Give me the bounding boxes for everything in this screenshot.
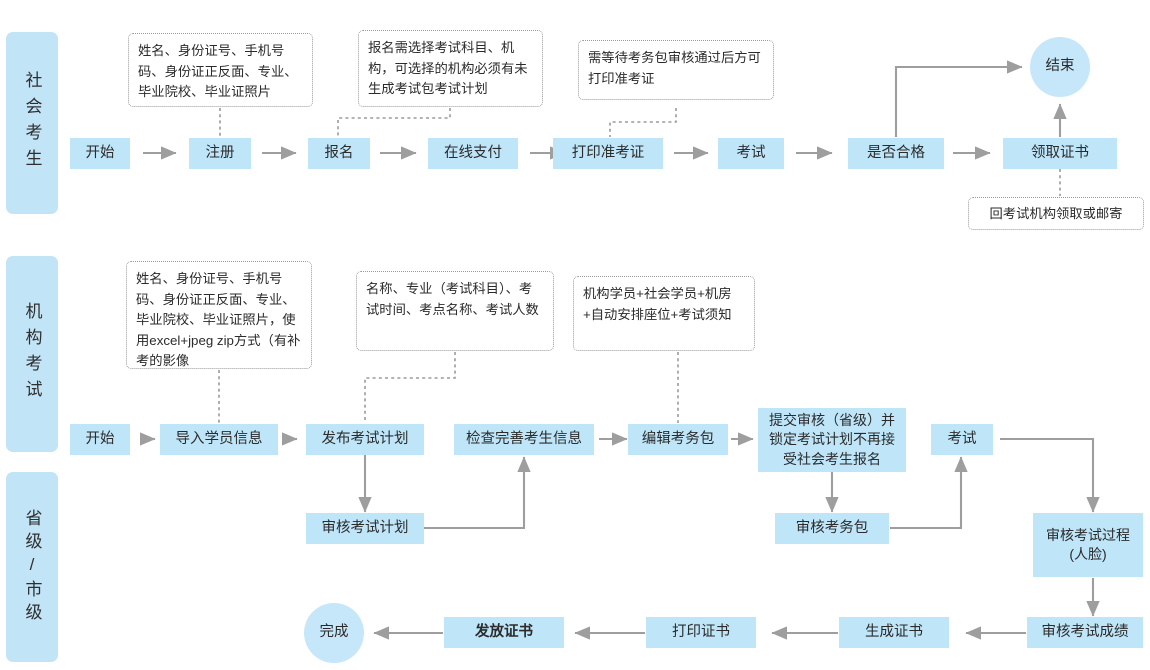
node-social-pay[interactable]: 在线支付	[428, 138, 518, 169]
node-prov-auditplan-label: 审核考试计划	[321, 519, 409, 536]
noteline-print	[609, 108, 677, 137]
node-prov-done-label: 完成	[319, 624, 349, 641]
note-pack-text: 机构学员+社会学员+机房+自动安排座位+考试须知	[583, 286, 732, 322]
node-social-exam[interactable]: 考试	[718, 138, 784, 169]
node-inst-start[interactable]: 开始	[70, 424, 130, 455]
arrow-auditplan-to-check	[424, 456, 531, 530]
node-social-pay-label: 在线支付	[444, 144, 502, 161]
lane-social-label: 社会考生	[22, 71, 42, 175]
noteline-apply	[337, 108, 451, 137]
node-social-pass-label: 是否合格	[867, 144, 925, 161]
lane-province: 省级/市级	[6, 472, 58, 662]
node-prov-auditplan[interactable]: 审核考试计划	[306, 513, 424, 544]
node-social-print-label: 打印准考证	[571, 144, 645, 161]
node-social-start-label: 开始	[85, 144, 115, 161]
note-import-text: 姓名、身份证号、手机号码、身份证正反面、专业、毕业院校、毕业证照片，使用exce…	[136, 271, 301, 369]
note-import: 姓名、身份证号、手机号码、身份证正反面、专业、毕业院校、毕业证照片，使用exce…	[126, 261, 312, 369]
node-prov-auditscore-label: 审核考试成绩	[1041, 623, 1129, 640]
node-prov-auditprocess-label: 审核考试过程(人脸)	[1046, 526, 1130, 562]
arrow-pass-to-end	[894, 60, 1023, 137]
node-inst-exam-label: 考试	[947, 430, 977, 447]
node-inst-import-label: 导入学员信息	[175, 430, 263, 447]
node-prov-printcert[interactable]: 打印证书	[646, 617, 756, 648]
note-print: 需等待考务包审核通过后方可打印准考证	[578, 40, 774, 100]
node-prov-auditprocess[interactable]: 审核考试过程(人脸)	[1033, 513, 1143, 577]
note-cert-text: 回考试机构领取或邮寄	[989, 206, 1123, 221]
lane-social: 社会考生	[6, 32, 58, 214]
node-inst-exam[interactable]: 考试	[931, 424, 993, 455]
note-print-text: 需等待考务包审核通过后方可打印准考证	[588, 50, 761, 86]
lane-institution: 机构考试	[6, 256, 58, 452]
note-apply: 报名需选择考试科目、机构，可选择的机构必须有未生成考试包考试计划	[358, 30, 543, 107]
node-prov-auditscore[interactable]: 审核考试成绩	[1027, 617, 1143, 648]
node-inst-check-label: 检查完善考生信息	[466, 430, 582, 447]
node-social-pass[interactable]: 是否合格	[848, 138, 944, 169]
node-social-end[interactable]: 结束	[1030, 37, 1090, 97]
node-prov-auditpack-label: 审核考务包	[795, 519, 869, 536]
node-prov-gencert-label: 生成证书	[865, 623, 923, 640]
note-plan: 名称、专业（考试科目）、考试时间、考点名称、考试人数	[356, 271, 554, 351]
note-pack: 机构学员+社会学员+机房+自动安排座位+考试须知	[573, 276, 755, 351]
node-prov-printcert-label: 打印证书	[672, 623, 730, 640]
node-prov-done[interactable]: 完成	[304, 603, 364, 663]
node-inst-start-label: 开始	[85, 430, 115, 447]
node-social-register-label: 注册	[205, 144, 235, 161]
node-social-getcert-label: 领取证书	[1031, 144, 1089, 161]
node-inst-publish-label: 发布考试计划	[321, 430, 409, 447]
node-social-register[interactable]: 注册	[189, 138, 251, 169]
node-inst-check[interactable]: 检查完善考生信息	[454, 424, 594, 455]
node-prov-gencert[interactable]: 生成证书	[839, 617, 949, 648]
node-inst-submit-label: 提交审核（省级）并锁定考试计划不再接受社会考生报名	[769, 412, 895, 467]
note-register-text: 姓名、身份证号、手机号码、身份证正反面、专业、毕业院校、毕业证照片	[138, 43, 298, 100]
note-plan-text: 名称、专业（考试科目）、考试时间、考点名称、考试人数	[366, 281, 539, 317]
arrow-iexam-to-auditprocess	[1000, 437, 1100, 513]
node-inst-editpack[interactable]: 编辑考务包	[628, 424, 728, 455]
node-inst-editpack-label: 编辑考务包	[641, 430, 715, 447]
node-social-getcert[interactable]: 领取证书	[1003, 138, 1117, 169]
note-apply-text: 报名需选择考试科目、机构，可选择的机构必须有未生成考试包考试计划	[368, 40, 528, 97]
node-prov-issuecert[interactable]: 发放证书	[444, 617, 564, 648]
node-prov-auditpack[interactable]: 审核考务包	[775, 513, 889, 544]
node-social-end-label: 结束	[1045, 58, 1075, 75]
node-inst-publish[interactable]: 发布考试计划	[306, 424, 424, 455]
node-social-apply-label: 报名	[324, 144, 354, 161]
node-prov-issuecert-label: 发放证书	[475, 623, 533, 640]
node-inst-submit[interactable]: 提交审核（省级）并锁定考试计划不再接受社会考生报名	[758, 408, 906, 472]
node-social-start[interactable]: 开始	[70, 138, 130, 169]
note-register: 姓名、身份证号、手机号码、身份证正反面、专业、毕业院校、毕业证照片	[128, 33, 313, 107]
lane-province-label: 省级/市级	[22, 508, 42, 626]
noteline-plan	[364, 352, 456, 423]
note-cert: 回考试机构领取或邮寄	[968, 197, 1144, 230]
lane-institution-label: 机构考试	[22, 302, 42, 406]
node-social-print[interactable]: 打印准考证	[553, 138, 663, 169]
node-social-apply[interactable]: 报名	[308, 138, 370, 169]
node-inst-import[interactable]: 导入学员信息	[160, 424, 278, 455]
node-social-exam-label: 考试	[736, 144, 766, 161]
